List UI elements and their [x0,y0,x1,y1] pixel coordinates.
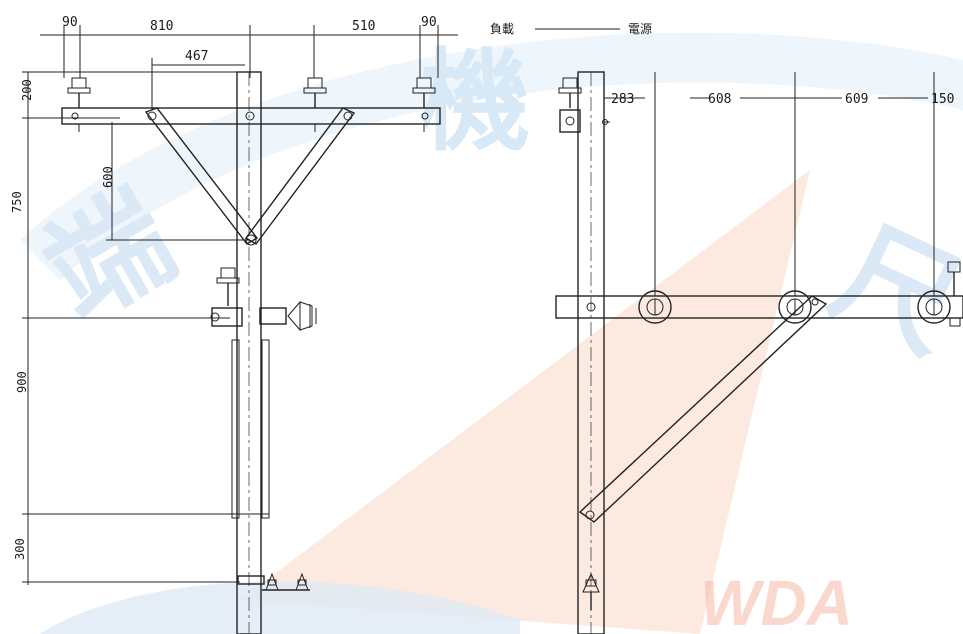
ground-rod-left [231,339,240,519]
bottom-insulators [237,572,310,591]
top-pole-insulator [558,77,610,133]
brace-bolt [811,298,819,306]
dim-90-right: 90 [421,15,437,30]
right-view: 283 608 609 150 [555,71,963,634]
dim-900: 900 [15,371,29,393]
bottom-pole-insulator [582,572,600,610]
source-label: 電源 [628,22,652,36]
dim-750: 750 [10,191,24,213]
watermark-brand: WDA [700,567,853,634]
insulator-top-3 [917,261,961,327]
watermark-char-3: 尺 [813,201,963,380]
brace-bolt [245,234,257,246]
watermark-char-2: 機 [420,37,530,166]
brace-right [244,107,356,245]
dim-150: 150 [931,92,954,107]
dim-283: 283 [611,92,634,107]
dim-600: 600 [101,166,115,188]
bolt [71,112,79,120]
bolt [421,112,429,120]
cross-arm-side [555,295,963,319]
mid-insulator-assembly [210,267,317,332]
watermark: 端 機 尺 WDA [20,32,963,634]
brace-left [144,107,259,245]
watermark-blue-swoosh [40,581,520,634]
brace-bolt [585,510,595,520]
watermark-orange-wedge [240,170,810,634]
dim-90-left: 90 [62,15,78,30]
pin-insulator [67,77,91,108]
bolt [245,111,255,121]
pin-insulator [303,77,327,108]
load-label: 負載 [490,22,514,36]
watermark-blue-arc [20,32,963,280]
dim-200: 200 [20,79,34,101]
ground-rod-right [261,339,270,519]
dim-810: 810 [150,19,173,34]
dim-300: 300 [13,538,27,560]
dim-609: 609 [845,92,868,107]
bolt [586,302,596,312]
pin-insulator [412,77,436,108]
left-view: 90 810 467 510 90 負載 電源 200 750 900 300 … [10,15,652,634]
insulator-top-1 [638,290,672,324]
cross-arm [61,107,441,125]
dim-608: 608 [708,92,731,107]
dim-510: 510 [352,19,375,34]
dim-467: 467 [185,49,208,64]
